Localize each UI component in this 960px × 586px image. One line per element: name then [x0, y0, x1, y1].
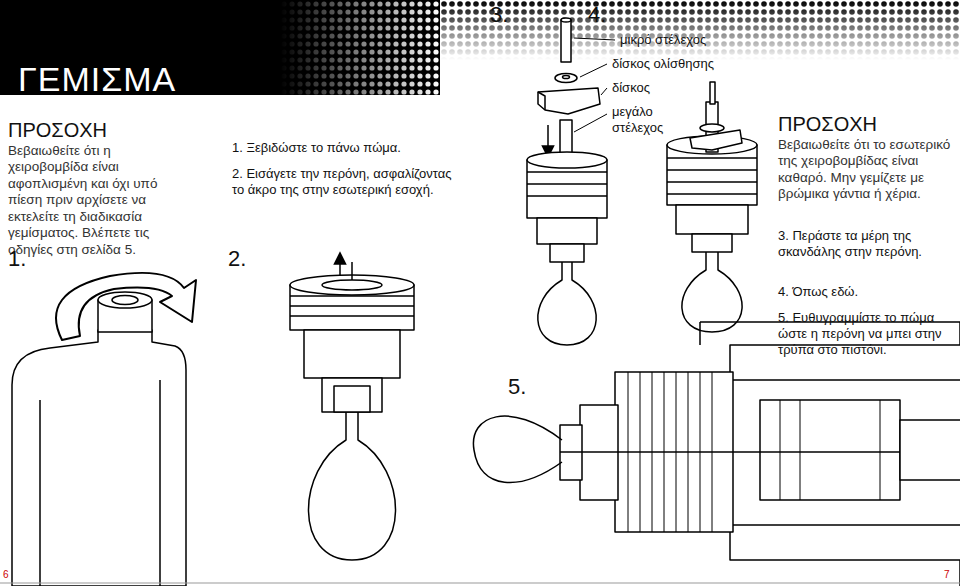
warning-heading: ΠΡΟΣΟΧΗ	[8, 118, 107, 142]
step-text: 4. Όπως εδώ.	[778, 284, 956, 300]
warning-text: Βεβαιωθείτε ότι η χειροβομβίδα είναι αφο…	[8, 143, 190, 258]
warning-heading: ΠΡΟΣΟΧΗ	[778, 112, 877, 136]
part-name: δίσκος ολίσθησης	[612, 56, 714, 72]
page-title: ΓΕΜΙΣΜΑ	[18, 60, 176, 99]
figure-number: 4.	[588, 2, 606, 29]
part-name: μικρό στέλεχος	[620, 32, 706, 48]
assembled-figure	[667, 82, 757, 332]
part-name: δίσκος	[612, 80, 650, 96]
warning-text: Βεβαιωθείτε ότι το εσωτερικό της χειροβο…	[778, 137, 956, 203]
step-text: 5. Ευθυγραμμίστε το πώμα ώστε η περόνη ν…	[778, 310, 956, 358]
cross-section	[473, 322, 960, 586]
figure-number: 2.	[228, 246, 246, 273]
step-text: 1. Ξεβιδώστε το πάνω πώμα.	[232, 140, 457, 156]
leader-lines	[574, 38, 615, 132]
figure-number: 3.	[490, 2, 508, 29]
step-text: 2. Εισάγετε την περόνη, ασφαλίζοντας το …	[232, 166, 457, 198]
cap-figure	[290, 258, 414, 560]
parts-figure	[527, 18, 607, 345]
part-name: μεγάλο στέλεχος	[612, 104, 690, 136]
halftone	[280, 0, 440, 95]
page-rule	[0, 583, 960, 584]
step-text: 3. Περάστε τα μέρη της σκανδάλης στην πε…	[778, 228, 956, 260]
figure-number: 5.	[508, 374, 526, 401]
figure-number: 1.	[8, 246, 26, 273]
page-number: 7	[944, 569, 950, 581]
bottle-figure	[12, 273, 196, 586]
page-number: 6	[3, 569, 9, 581]
halftone	[440, 0, 960, 60]
